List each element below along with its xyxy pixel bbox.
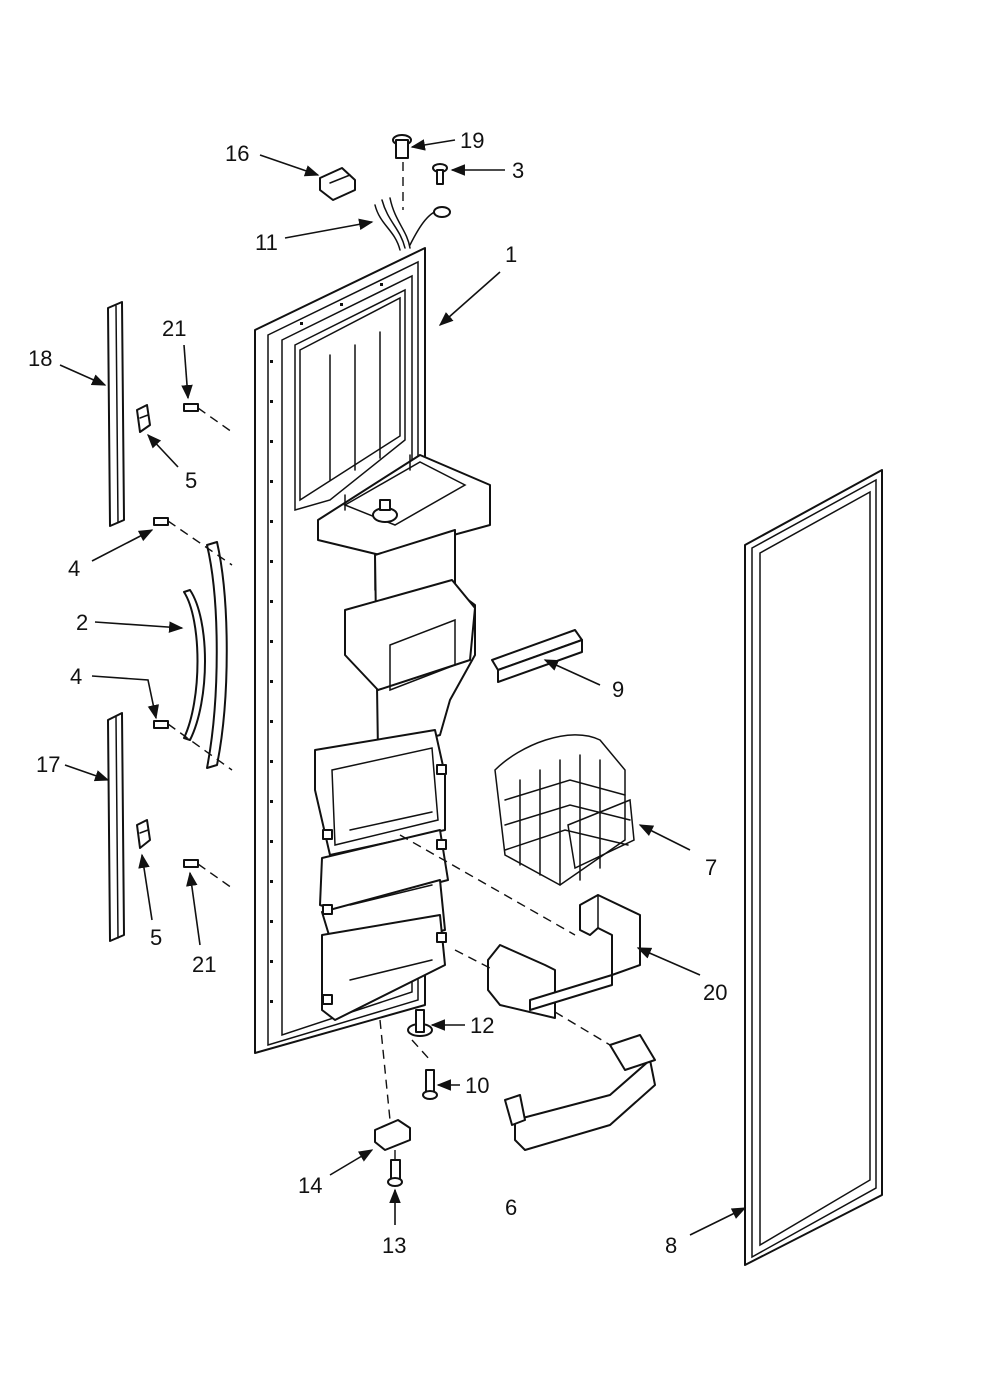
bin-front — [487, 944, 613, 1019]
bin-bracket — [579, 894, 641, 976]
door-panel — [254, 247, 491, 1054]
callout-17: 17 — [36, 752, 60, 777]
callout-21-lower: 21 — [192, 952, 216, 977]
callout-16: 16 — [225, 141, 249, 166]
callout-10: 10 — [465, 1073, 489, 1098]
callout-21-upper: 21 — [162, 316, 186, 341]
callout-1: 1 — [505, 242, 517, 267]
callout-19: 19 — [460, 128, 484, 153]
light-bulb — [392, 134, 412, 210]
hinge-bracket — [374, 1119, 411, 1160]
handle — [183, 541, 228, 769]
callout-4-upper: 4 — [68, 556, 80, 581]
callout-8: 8 — [665, 1233, 677, 1258]
assembly-guides — [379, 834, 611, 1121]
clip-lower — [136, 819, 151, 849]
connector-block — [319, 167, 356, 201]
shelf-rail — [491, 629, 583, 683]
door-bin — [504, 1034, 656, 1151]
callout-6: 6 — [505, 1195, 517, 1220]
wire-basket — [494, 734, 635, 886]
wire-harness — [374, 197, 451, 251]
callout-4-lower: 4 — [70, 664, 82, 689]
callout-labels: 1 2 3 4 4 5 5 6 7 8 9 10 11 12 13 14 16 … — [28, 128, 727, 1258]
screw-3 — [432, 163, 448, 185]
trim-lower — [107, 712, 125, 942]
callout-18: 18 — [28, 346, 52, 371]
screw-13 — [387, 1159, 403, 1187]
callout-14: 14 — [298, 1173, 322, 1198]
callout-13: 13 — [382, 1233, 406, 1258]
hinge-pin — [407, 1009, 433, 1061]
callout-2: 2 — [76, 610, 88, 635]
callout-5-lower: 5 — [150, 925, 162, 950]
clip-upper — [136, 404, 151, 433]
door-gasket — [744, 469, 883, 1266]
callout-11: 11 — [255, 230, 278, 255]
callout-3: 3 — [512, 158, 524, 183]
callout-7: 7 — [705, 855, 717, 880]
screw-10 — [422, 1069, 438, 1100]
trim-upper — [107, 301, 125, 527]
screw-guide-lines — [167, 407, 233, 889]
callout-12: 12 — [470, 1013, 494, 1038]
callout-20: 20 — [703, 980, 727, 1005]
callout-5-upper: 5 — [185, 468, 197, 493]
leader-arrows — [59, 139, 747, 1236]
callout-9: 9 — [612, 677, 624, 702]
